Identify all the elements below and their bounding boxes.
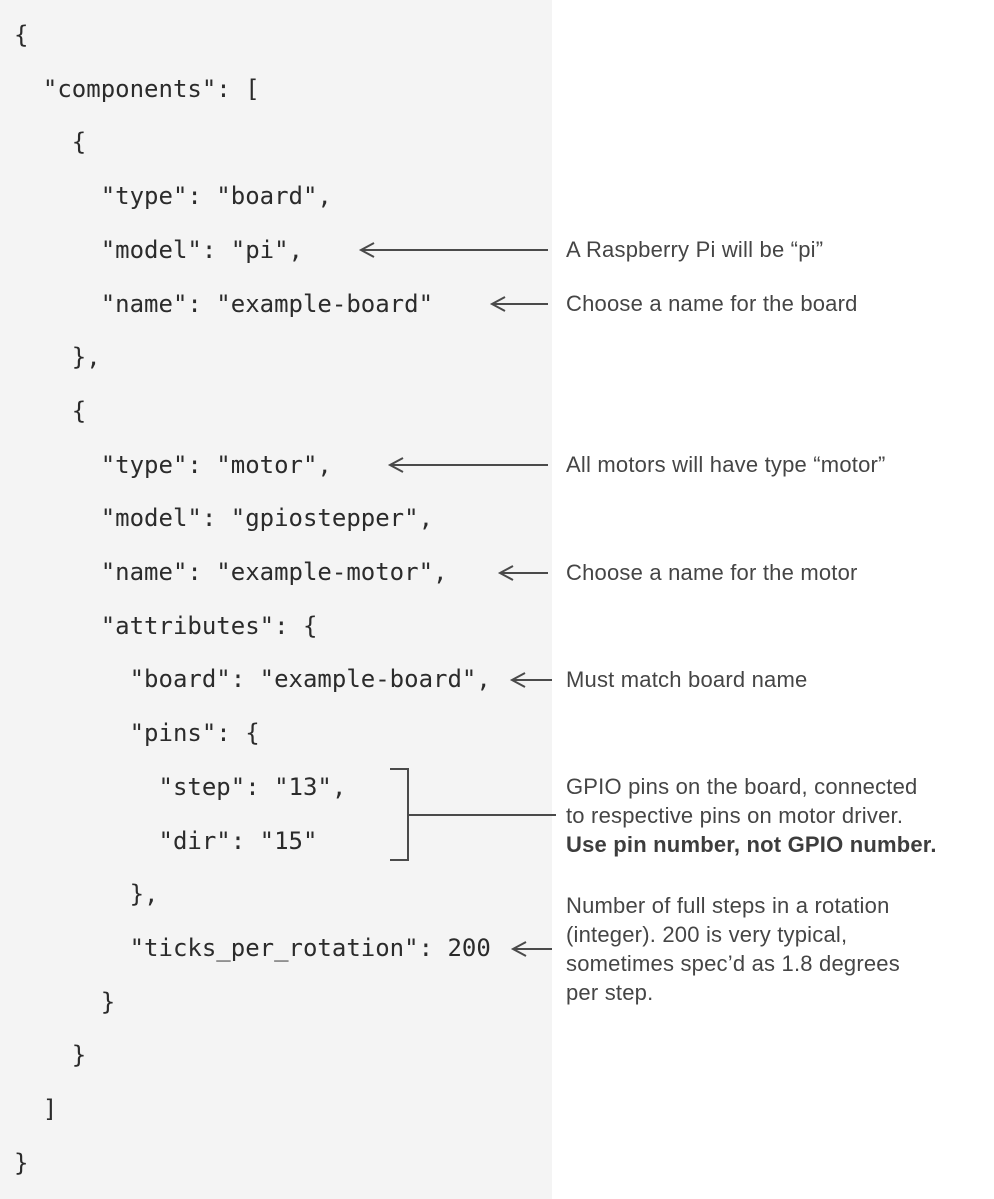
code-line-board-match: "board": "example-board", [14,665,491,694]
code-line: } [14,1041,87,1070]
code-line: { [14,396,87,425]
code-line: "model": "gpiostepper", [14,504,434,533]
code-line-pin-dir: "dir": "15" [14,826,318,855]
annotation-model-pi: A Raspberry Pi will be “pi” [566,237,824,262]
code-line: "components": [ [14,74,260,103]
code-line: }, [14,880,159,909]
code-line: "type": "board", [14,182,332,211]
code-line-motor-name: "name": "example-motor", [14,558,448,587]
code-line: { [14,21,29,49]
code-line: } [14,1148,29,1177]
annotation-pins-line: to respective pins on motor driver. [566,803,904,828]
code-panel: { "components": [ { "type": "board", "mo… [0,0,552,1199]
code-line: }, [14,343,101,372]
annotation-pins-line: GPIO pins on the board, connected [566,774,918,799]
annotation-ticks-line: Number of full steps in a rotation [566,893,890,918]
annotation-ticks-line: sometimes spec’d as 1.8 degrees [566,951,900,976]
code-line-ticks: "ticks_per_rotation": 200 [14,933,491,962]
code-line-board-name: "name": "example-board" [14,289,434,318]
annotation-ticks: Number of full steps in a rotation (inte… [566,891,900,1007]
code-line: } [14,987,116,1016]
code-line: "attributes": { [14,611,318,640]
annotation-pins-bold-line: Use pin number, not GPIO number. [566,832,937,857]
code-line: { [14,128,87,157]
annotation-motor-type: All motors will have type “motor” [566,452,886,477]
code-line: ] [14,1095,58,1124]
annotation-pins: GPIO pins on the board, connected to res… [566,772,937,859]
annotation-board-match: Must match board name [566,667,808,692]
code-line-pin-step: "step": "13", [14,772,347,801]
annotation-ticks-line: (integer). 200 is very typical, [566,922,848,947]
code-line: "pins": { [14,719,260,748]
code-line-model-pi: "model": "pi", [14,235,303,264]
annotation-board-name: Choose a name for the board [566,291,858,316]
code-line-motor-type: "type": "motor", [14,450,332,479]
annotation-motor-name: Choose a name for the motor [566,560,858,585]
annotation-ticks-line: per step. [566,980,654,1005]
